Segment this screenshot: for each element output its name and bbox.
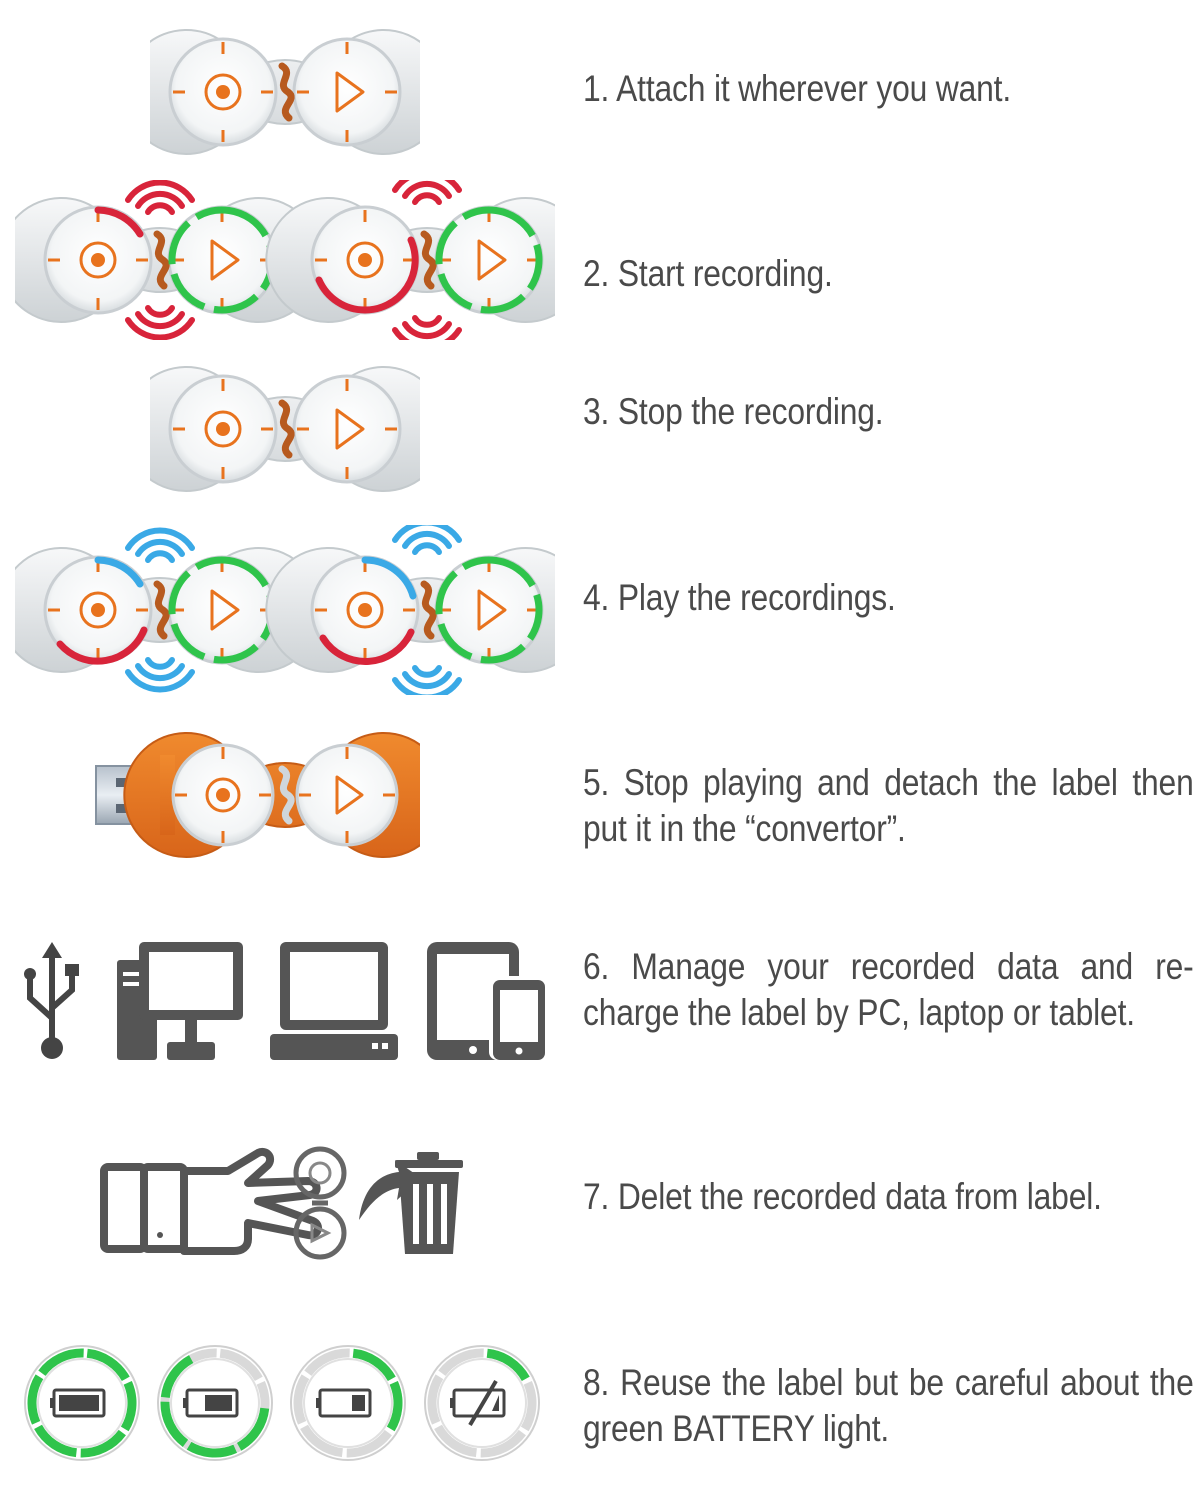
step8-battery-low-icon bbox=[290, 1345, 406, 1461]
step4-playing-device-icon bbox=[15, 525, 555, 695]
step6-usb-symbol-icon bbox=[24, 942, 79, 1059]
step5-usb-device-icon bbox=[95, 731, 420, 858]
step5-text: 5. Stop playing and detach the label the… bbox=[583, 762, 1194, 849]
step7-hand-pressing-icon bbox=[100, 1146, 347, 1260]
step6-desktop-pc-icon bbox=[117, 942, 243, 1060]
step7-trash-icon bbox=[359, 1152, 463, 1254]
step8-battery-half-icon bbox=[157, 1345, 273, 1461]
step6-laptop-icon bbox=[270, 942, 398, 1060]
step7-text: 7. Delet the recorded data from label. bbox=[583, 1176, 1102, 1217]
step1-text: 1. Attach it wherever you want. bbox=[583, 68, 1012, 109]
step3-device-icon bbox=[150, 362, 420, 497]
step8-battery-empty-icon bbox=[424, 1345, 540, 1461]
step4-text: 4. Play the recordings. bbox=[583, 577, 896, 618]
step6-tablet-phone-icon bbox=[427, 942, 547, 1060]
step8-battery-full-icon bbox=[24, 1345, 140, 1461]
step6-text: 6. Manage your recorded data and re-char… bbox=[583, 946, 1194, 1033]
step2-recording-device-icon bbox=[15, 180, 555, 340]
step8-text: 8. Reuse the label but be careful about … bbox=[583, 1362, 1194, 1449]
step2-text: 2. Start recording. bbox=[583, 253, 833, 294]
step1-device-icon bbox=[150, 25, 420, 160]
step3-text: 3. Stop the recording. bbox=[583, 391, 884, 432]
